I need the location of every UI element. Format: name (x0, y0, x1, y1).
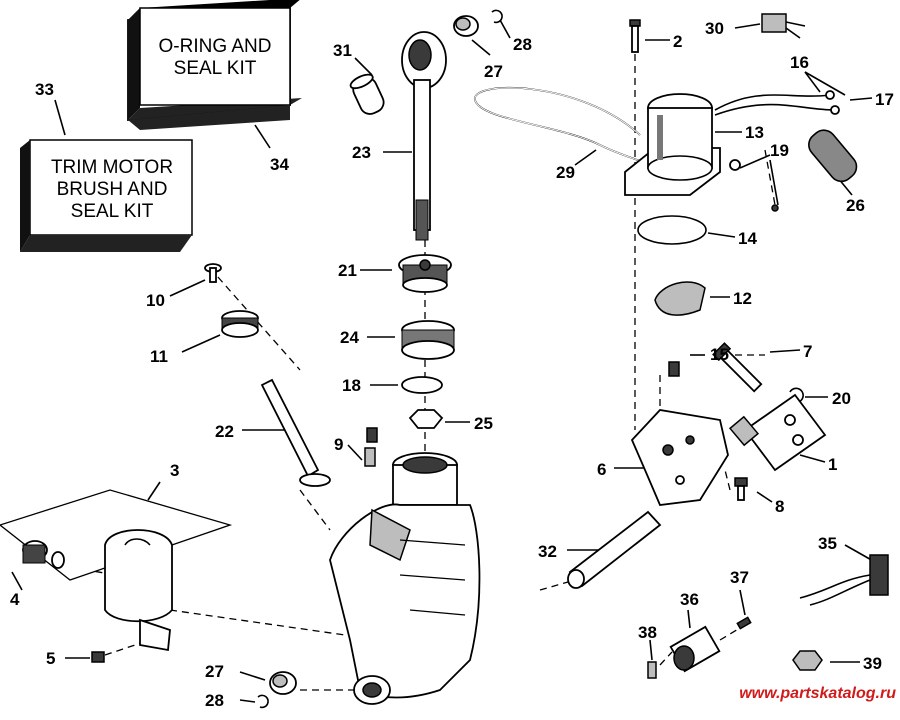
part-38-terminal (647, 661, 657, 679)
callout-22: 22 (215, 422, 234, 441)
callout-17: 17 (875, 90, 894, 109)
callout-1: 1 (828, 455, 837, 474)
callout-39: 39 (863, 654, 882, 673)
part-29-harness (474, 87, 651, 166)
part-12-cover (654, 281, 706, 316)
part-32-pin (567, 510, 662, 589)
part-14-o-ring (637, 215, 707, 245)
callout-19: 19 (770, 141, 789, 160)
part-28-clip (491, 9, 503, 24)
callout-28-lower: 28 (205, 691, 224, 710)
callout-14: 14 (738, 229, 757, 248)
part-39-nut (792, 650, 823, 671)
callout-24: 24 (340, 328, 359, 347)
part-10-screw (204, 263, 222, 283)
part-6-valve-body (630, 409, 760, 506)
callout-28: 28 (513, 35, 532, 54)
part-30-relay (761, 13, 806, 39)
callout-9: 9 (334, 435, 343, 454)
seal-kit-label-line2: SEAL KIT (174, 58, 257, 79)
part-3-cover (0, 489, 233, 652)
callout-21: 21 (338, 261, 357, 280)
callout-11: 11 (150, 347, 168, 366)
callout-25: 25 (474, 414, 493, 433)
callout-4: 4 (10, 590, 20, 609)
part-4-bushing (22, 540, 65, 569)
motor-kit-label-line3: SEAL KIT (71, 201, 154, 222)
part-27-bushing-lower (269, 671, 297, 695)
part-11-plug (221, 310, 259, 338)
callout-10: 10 (146, 291, 165, 310)
callout-33: 33 (35, 80, 54, 99)
trim-motor-kit-box: TRIM MOTOR BRUSH AND SEAL KIT (20, 139, 193, 252)
seal-kit-box: O-RING AND SEAL KIT (127, 0, 302, 130)
callout-38: 38 (638, 623, 657, 642)
part-5-screw (91, 651, 105, 663)
callout-36: 36 (680, 590, 699, 609)
seal-kit-label-line1: O-RING AND (159, 36, 272, 57)
callout-12: 12 (733, 289, 752, 308)
part-7-bolt (712, 342, 763, 393)
part-28-clip-lower (257, 694, 269, 709)
part-35-connector (799, 554, 889, 606)
callout-20: 20 (832, 389, 851, 408)
part-31-pin (349, 73, 385, 115)
callout-2: 2 (673, 32, 682, 51)
part-25-nut (408, 409, 444, 429)
callout-18: 18 (342, 376, 361, 395)
callout-34: 34 (270, 155, 289, 174)
callout-16: 16 (790, 53, 809, 72)
callout-numbers: 1 2 3 4 5 6 7 8 9 10 11 12 13 14 15 16 1… (10, 19, 894, 710)
motor-kit-label-line1: TRIM MOTOR (51, 157, 173, 178)
part-19-screws (729, 159, 779, 212)
callout-29: 29 (556, 163, 575, 182)
watermark-url: www.partskatalog.ru (739, 685, 896, 702)
part-16-17-wires (714, 90, 840, 116)
part-2-screw (629, 19, 641, 53)
part-37-terminal (736, 616, 752, 630)
main-cylinder-housing (329, 452, 481, 705)
part-21-end-cap (398, 254, 452, 293)
callout-8: 8 (775, 497, 784, 516)
part-13-trim-motor (624, 93, 721, 196)
part-23-piston-rod (401, 31, 447, 241)
callout-27: 27 (484, 62, 503, 81)
leader-lines (11, 19, 876, 703)
part-36-plug (669, 625, 721, 673)
callout-31: 31 (333, 41, 352, 60)
part-18-washer (401, 376, 443, 394)
callout-26: 26 (846, 196, 865, 215)
part-24-piston (401, 320, 455, 360)
callout-13: 13 (745, 123, 764, 142)
callout-30: 30 (705, 19, 724, 38)
callout-6: 6 (597, 460, 606, 479)
callout-37: 37 (730, 568, 749, 587)
callout-15: 15 (710, 345, 729, 364)
part-15-valve (668, 361, 680, 377)
motor-kit-label-line2: BRUSH AND (57, 179, 168, 200)
part-9-fitting (364, 427, 378, 467)
callout-23: 23 (352, 143, 371, 162)
callout-35: 35 (818, 534, 837, 553)
part-1-gasket (743, 393, 827, 472)
callout-7: 7 (803, 342, 812, 361)
part-8-screw (734, 477, 748, 501)
part-27-bushing (453, 15, 479, 37)
part-22-tube (260, 378, 331, 487)
callout-5: 5 (46, 649, 55, 668)
callout-32: 32 (538, 542, 557, 561)
callout-27-lower: 27 (205, 662, 224, 681)
callout-3: 3 (170, 461, 179, 480)
part-26-hose (808, 129, 858, 183)
